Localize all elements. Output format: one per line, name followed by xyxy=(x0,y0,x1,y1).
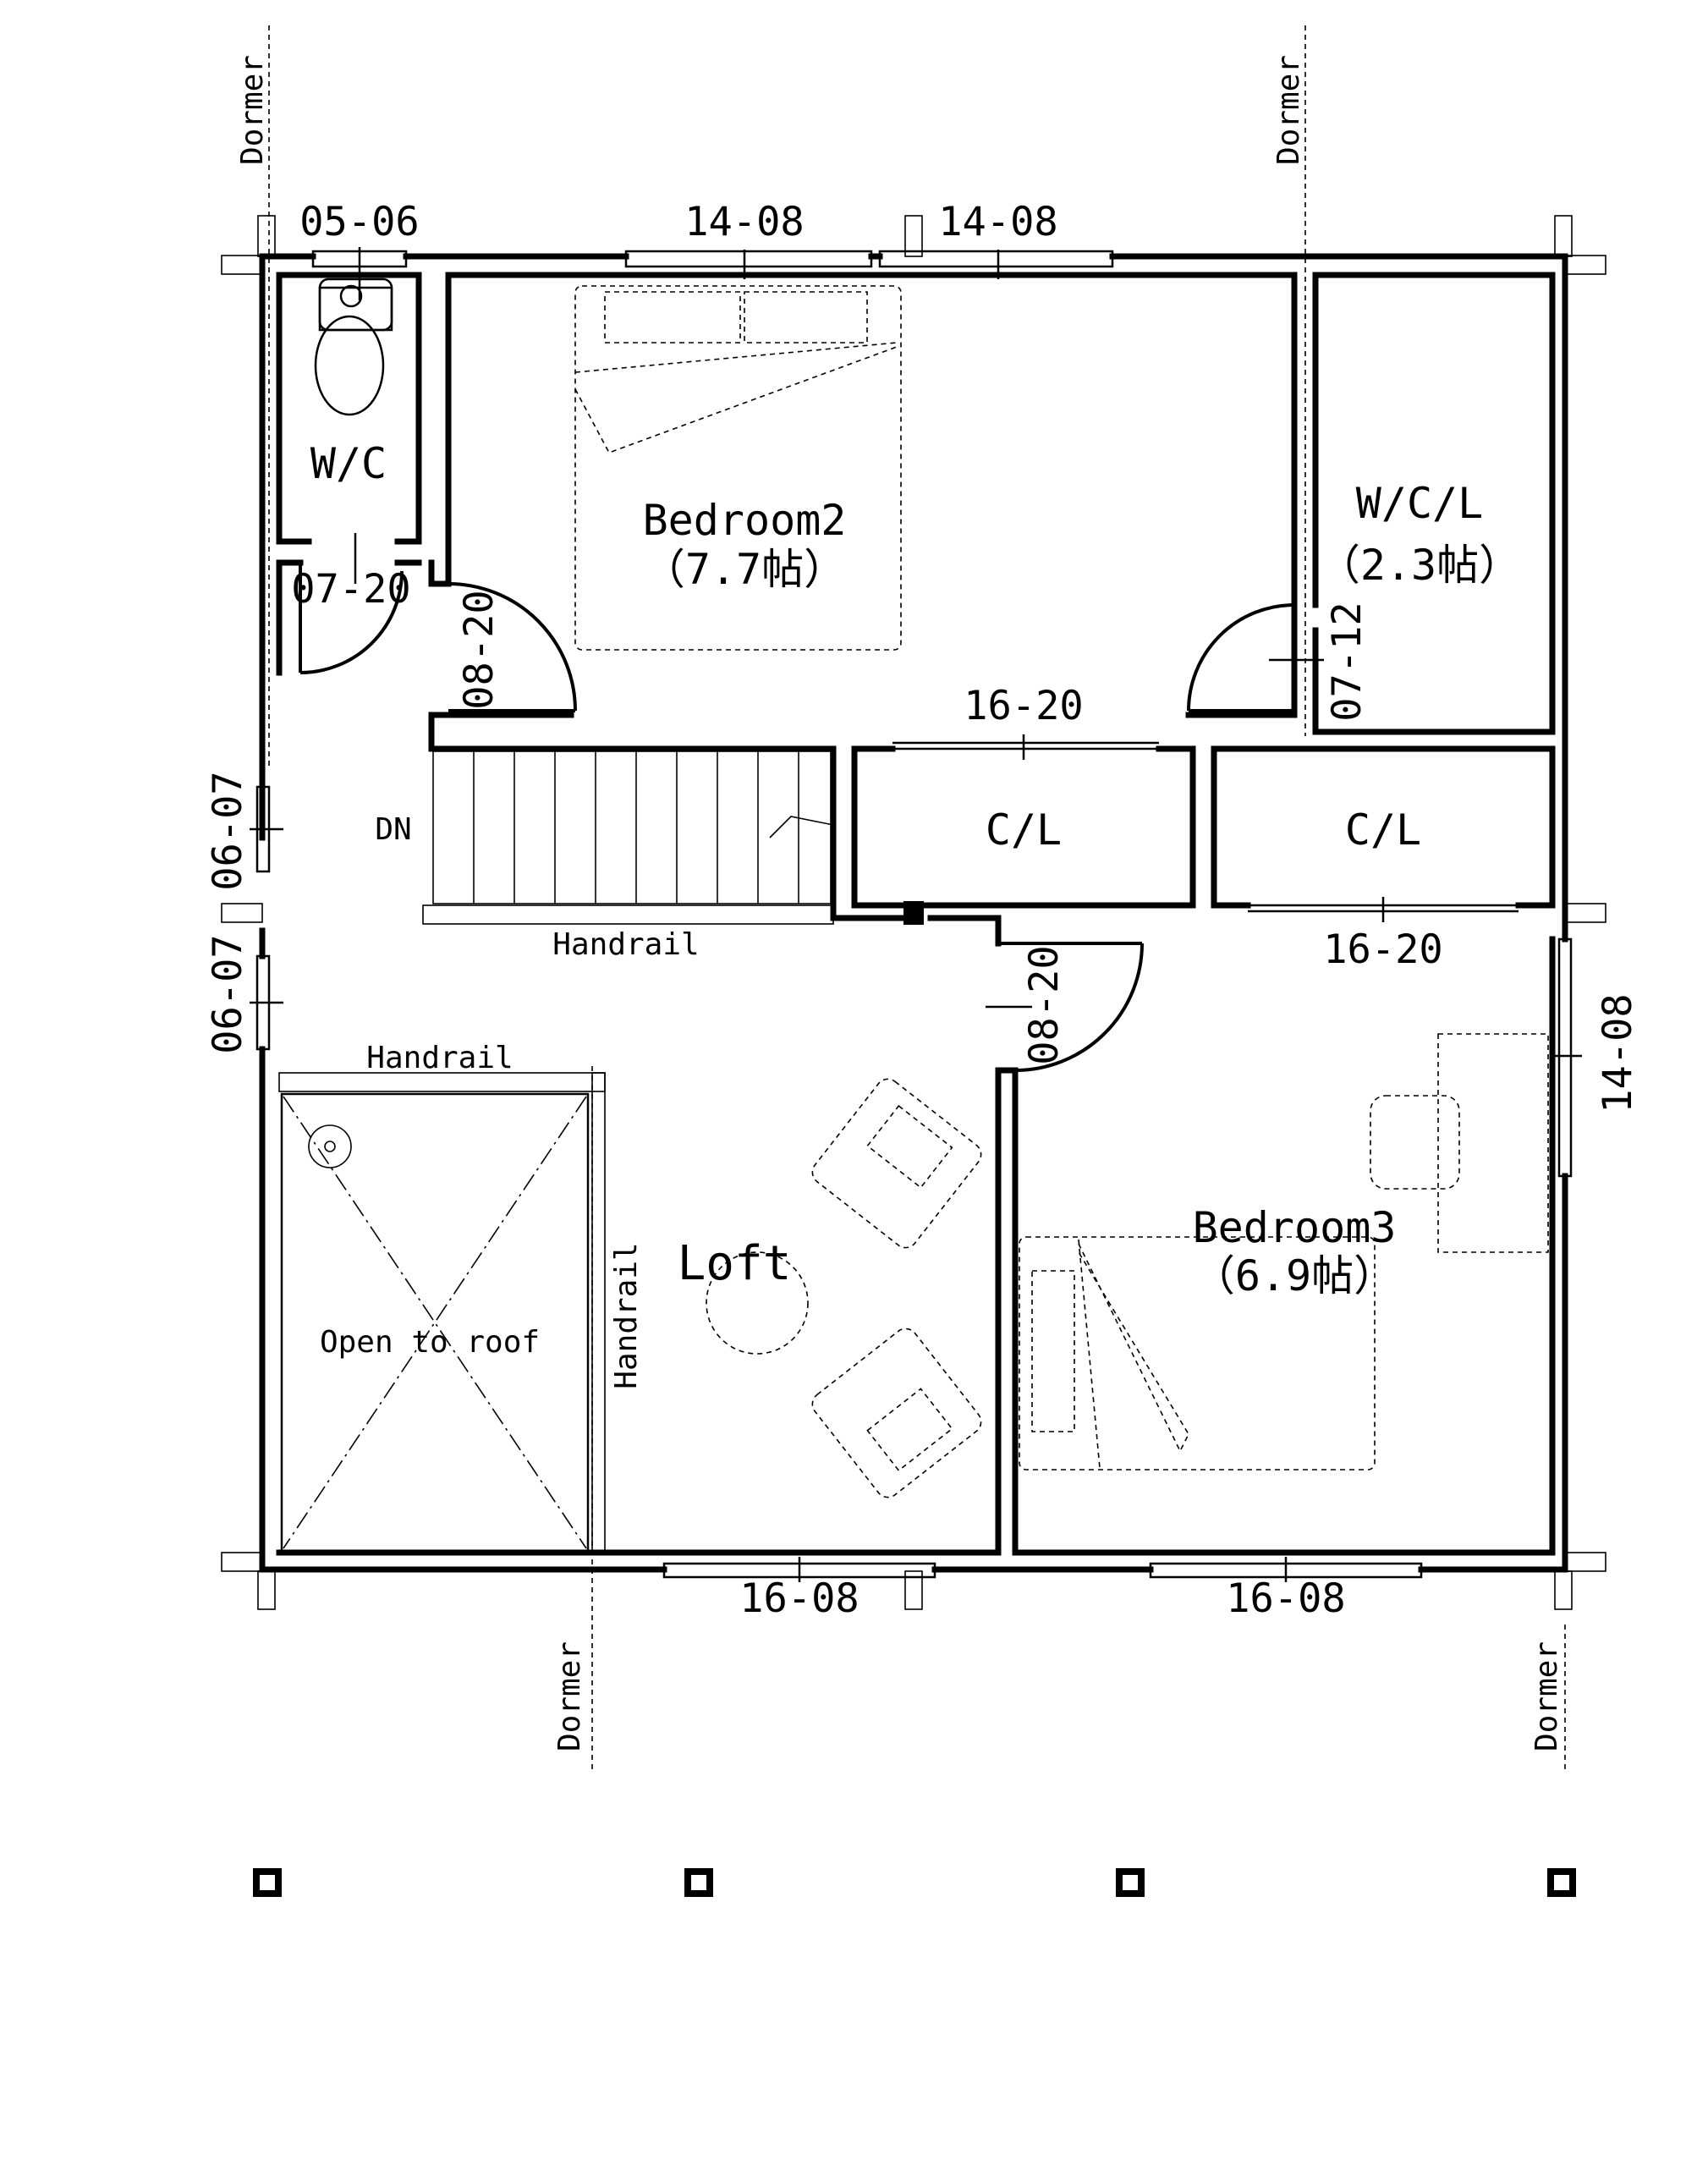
dim-top-wc-window: 05-06 xyxy=(299,199,419,245)
toilet-icon xyxy=(314,278,393,416)
armchair-icon xyxy=(811,1078,982,1249)
dim-bed2-door: 08-20 xyxy=(456,590,503,709)
dim-bottom-window-a: 16-08 xyxy=(739,1575,859,1622)
doors xyxy=(299,563,1519,1072)
dimension-ticks xyxy=(250,247,1582,1582)
dim-top-bed2-window-a: 14-08 xyxy=(684,199,804,245)
dormer-lines xyxy=(268,25,1566,1773)
room-area-wcl: （2.3帖） xyxy=(1318,541,1521,590)
room-area-bedroom2: （7.7帖） xyxy=(643,545,846,594)
interior-walls xyxy=(276,272,1556,1556)
open-to-roof-area xyxy=(278,1072,606,1553)
dormer-label-bottom-right: Dormer xyxy=(1530,1641,1564,1751)
dim-loft-door: 08-20 xyxy=(1021,945,1068,1064)
dim-wc-door: 07-20 xyxy=(291,566,410,613)
room-label-closet-right: C/L xyxy=(1345,805,1421,855)
dim-top-bed2-window-b: 14-08 xyxy=(938,199,1057,245)
dim-bottom-window-b: 16-08 xyxy=(1226,1575,1345,1622)
dim-closet-left-door: 16-20 xyxy=(964,683,1083,729)
handrail-label-top: Handrail xyxy=(366,1041,513,1075)
dormer-label-bottom-left: Dormer xyxy=(552,1641,587,1751)
dim-right-window: 14-08 xyxy=(1595,993,1641,1113)
room-label-closet-left: C/L xyxy=(986,805,1062,855)
room-label-bedroom3: Bedroom3 xyxy=(1193,1203,1397,1252)
handrail-label-side: Handrail xyxy=(609,1242,644,1388)
area-label-open-to-roof: Open to roof xyxy=(320,1325,540,1360)
round-table xyxy=(706,1251,809,1355)
room-label-wcl: W/C/L xyxy=(1356,479,1484,528)
dormer-label-top-left: Dormer xyxy=(235,55,270,165)
furniture xyxy=(314,278,1549,1498)
dim-closet-right-door: 16-20 xyxy=(1323,926,1442,973)
column-post xyxy=(903,901,924,925)
armchair-icon-2 xyxy=(811,1328,982,1498)
dim-wcl-door: 07-12 xyxy=(1324,602,1370,721)
room-area-bedroom3: （6.9帖） xyxy=(1193,1251,1396,1300)
stairs xyxy=(422,750,834,925)
dormer-label-top-right: Dormer xyxy=(1271,55,1306,165)
room-label-loft: Loft xyxy=(678,1236,792,1291)
handrail-label-stairs: Handrail xyxy=(552,927,699,962)
post-markers xyxy=(253,1868,1576,1897)
room-label-bedroom2: Bedroom2 xyxy=(643,496,847,545)
room-label-wc: W/C xyxy=(310,439,387,488)
stairs-down-label: DN xyxy=(375,812,411,847)
dim-left-window-b: 06-07 xyxy=(205,934,251,1053)
dim-left-window-a: 06-07 xyxy=(205,771,251,890)
